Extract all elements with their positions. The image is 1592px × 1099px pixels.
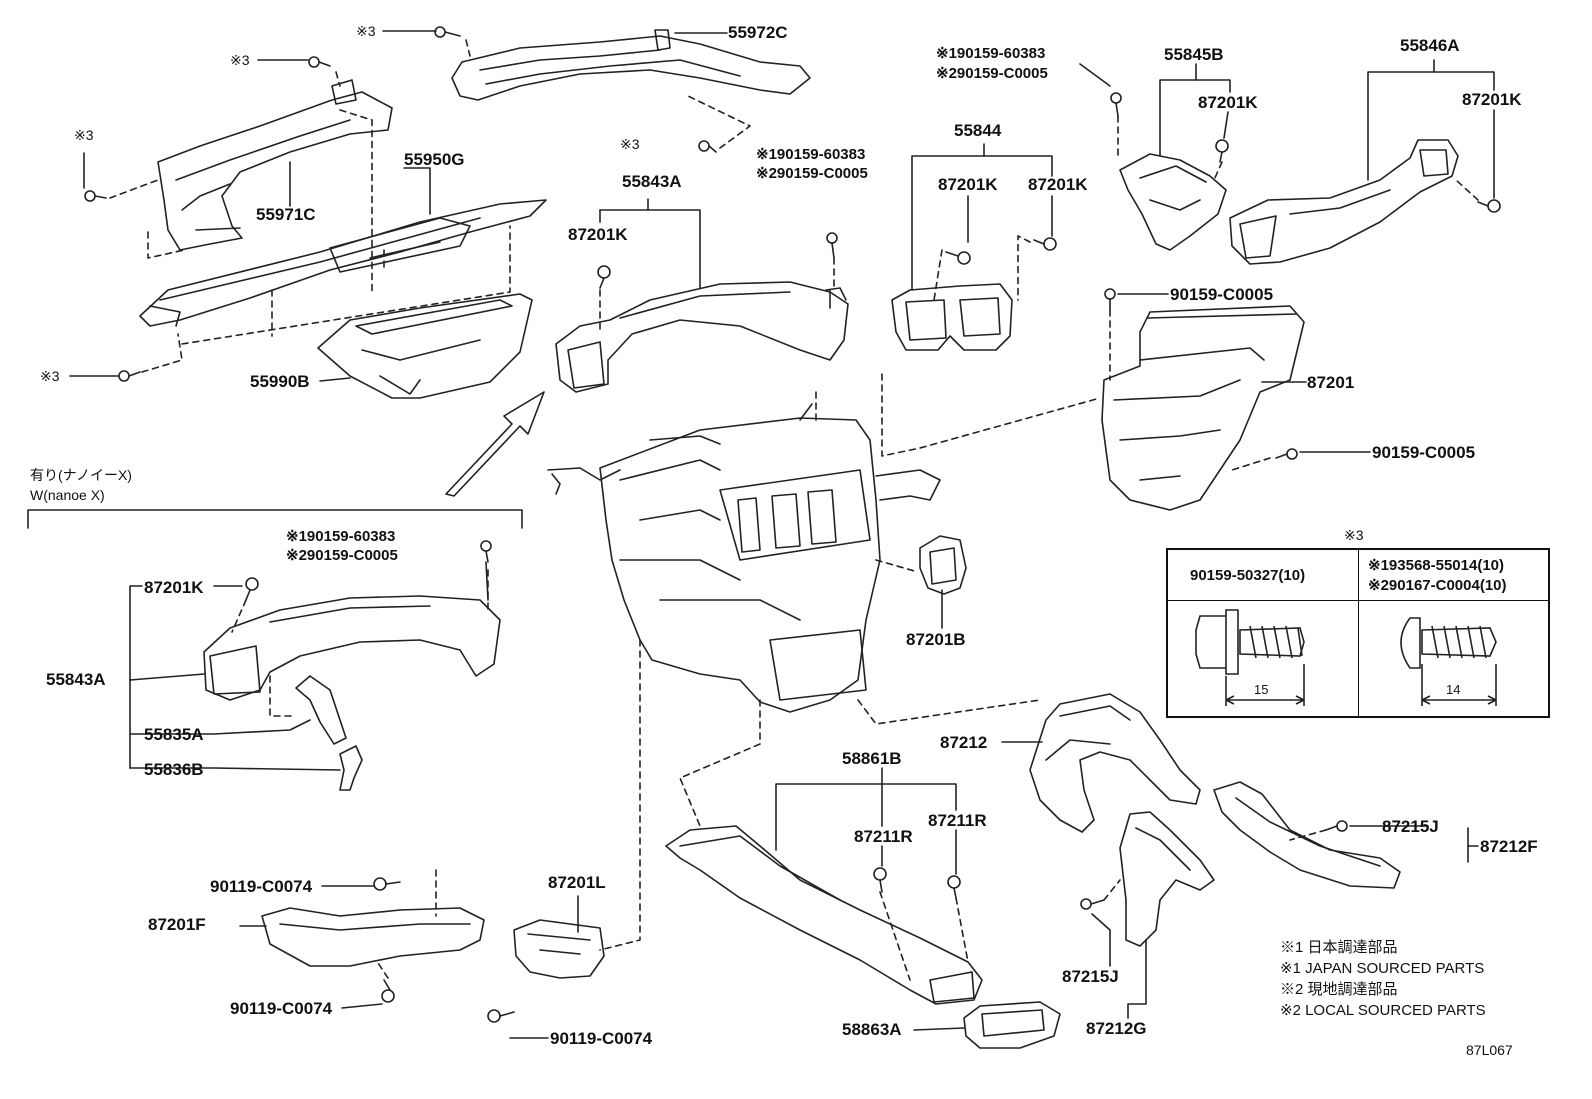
duct-55972C — [451, 29, 811, 101]
part-label-55950G: 55950G — [404, 150, 465, 169]
part-label-55844: 55844 — [954, 121, 1002, 140]
option-group-bracket — [27, 509, 523, 529]
part-label-87201B: 87201B — [906, 630, 966, 649]
table-col2-header-1: ※193568-55014(10) — [1368, 557, 1505, 574]
bracket-87201F — [261, 907, 485, 967]
table-divider-vertical — [1358, 550, 1359, 716]
part-label-87201: 87201 — [1307, 373, 1355, 392]
hose-55836B — [339, 745, 363, 791]
hvac-unit-main — [547, 403, 941, 713]
bolt-label-90119-C0074-c: 90119-C0074 — [550, 1029, 653, 1048]
option-group-title-jp: 有り(ナノイーX) — [30, 467, 132, 483]
bolt-label-90159-C0005-a: 90159-C0005 — [1170, 285, 1274, 304]
table-col2-length: 14 — [1446, 682, 1461, 697]
hose-55835A — [295, 675, 347, 745]
part-label-55846A: 55846A — [1400, 36, 1460, 55]
part-label-87212: 87212 — [940, 733, 988, 752]
part-label-87201L: 87201L — [548, 873, 606, 892]
blower-87201 — [1101, 305, 1305, 511]
duct-87212 — [1029, 693, 1201, 833]
part-label-87212G: 87212G — [1086, 1019, 1147, 1038]
bolt-label-90159-C0005-b: 90159-C0005 — [1372, 443, 1476, 462]
part-label-58863A: 58863A — [842, 1020, 902, 1039]
part-label-87201F: 87201F — [148, 915, 206, 934]
part-label-55972C: 55972C — [728, 23, 788, 42]
table-col1-length: 15 — [1254, 682, 1269, 697]
part-label-55843A-left: 55843A — [46, 670, 106, 689]
part-label-87201K-e: 87201K — [1462, 90, 1522, 109]
ref-3-c: ※3 — [74, 127, 94, 143]
part-label-55843A-top: 55843A — [622, 172, 682, 191]
part-label-87211R-a: 87211R — [854, 827, 913, 846]
dual-ref-top-center-2: ※290159-C0005 — [756, 165, 868, 182]
legend-line-2: ※1 JAPAN SOURCED PARTS — [1280, 960, 1485, 977]
option-group-title-en: W(nanoe X) — [30, 487, 105, 503]
duct-55843A-left — [203, 595, 501, 701]
outlet-58863A — [963, 1001, 1061, 1049]
part-label-87215J-b: 87215J — [1062, 967, 1119, 986]
filter-box-55990B — [317, 293, 533, 399]
part-label-87201K-f: 87201K — [144, 578, 204, 597]
part-label-58861B: 58861B — [842, 749, 902, 768]
part-label-55971C: 55971C — [256, 205, 316, 224]
table-col1-header: 90159-50327(10) — [1190, 567, 1306, 584]
figure-code: 87L067 — [1466, 1042, 1513, 1058]
part-label-87201K-a: 87201K — [568, 225, 628, 244]
dual-ref-top-center-1: ※190159-60383 — [756, 146, 866, 163]
part-label-55835A: 55835A — [144, 725, 204, 744]
dashed-lines — [109, 39, 1479, 981]
dual-ref-top-right-1: ※190159-60383 — [936, 45, 1046, 62]
part-label-87215J-a: 87215J — [1382, 817, 1439, 836]
leader-lines — [69, 30, 1495, 1039]
table-col2-header-2: ※290167-C0004(10) — [1368, 577, 1507, 594]
duct-55846A — [1229, 139, 1459, 265]
bolt-label-90119-C0074-a: 90119-C0074 — [210, 877, 313, 896]
part-label-55990B: 55990B — [250, 372, 310, 391]
table-title: ※3 — [1344, 527, 1364, 543]
duct-55845B — [1119, 153, 1227, 251]
direction-arrow — [445, 391, 545, 497]
dual-ref-left-2: ※290159-C0005 — [286, 547, 398, 564]
dual-ref-top-right-2: ※290159-C0005 — [936, 65, 1048, 82]
duct-58861B — [665, 825, 983, 1005]
legend-line-3: ※2 現地調達部品 — [1280, 981, 1398, 998]
table-bolt-images — [1195, 609, 1497, 706]
panel-55950G — [139, 199, 547, 327]
part-label-55845B: 55845B — [1164, 45, 1224, 64]
duct-87212F — [1213, 781, 1401, 889]
part-label-87211R-b: 87211R — [928, 811, 987, 830]
part-label-87201K-c: 87201K — [1028, 175, 1088, 194]
part-label-87201K-b: 87201K — [938, 175, 998, 194]
legend-line-1: ※1 日本調達部品 — [1280, 939, 1398, 956]
table-divider-horizontal — [1168, 600, 1548, 601]
duct-87212G — [1119, 811, 1215, 947]
ref-3-e: ※3 — [620, 136, 640, 152]
duct-55971C — [157, 79, 393, 251]
part-label-87201K-d: 87201K — [1198, 93, 1258, 112]
dual-ref-left-1: ※190159-60383 — [286, 528, 396, 545]
part-label-87212F: 87212F — [1480, 837, 1538, 856]
ref-3-b: ※3 — [230, 52, 250, 68]
duct-55843A-top — [555, 281, 849, 393]
ref-3-a: ※3 — [356, 23, 376, 39]
part-label-55836B: 55836B — [144, 760, 204, 779]
ref-3-d: ※3 — [40, 368, 60, 384]
fasteners — [84, 26, 1501, 1023]
bracket-87201L — [513, 919, 605, 979]
bolt-label-90119-C0074-b: 90119-C0074 — [230, 999, 333, 1018]
sensor-87201B — [919, 535, 967, 595]
fastener-table: 90159-50327(10) ※193568-55014(10) ※29016… — [1166, 548, 1550, 718]
legend-line-4: ※2 LOCAL SOURCED PARTS — [1280, 1002, 1486, 1019]
vent-55844 — [891, 283, 1013, 351]
